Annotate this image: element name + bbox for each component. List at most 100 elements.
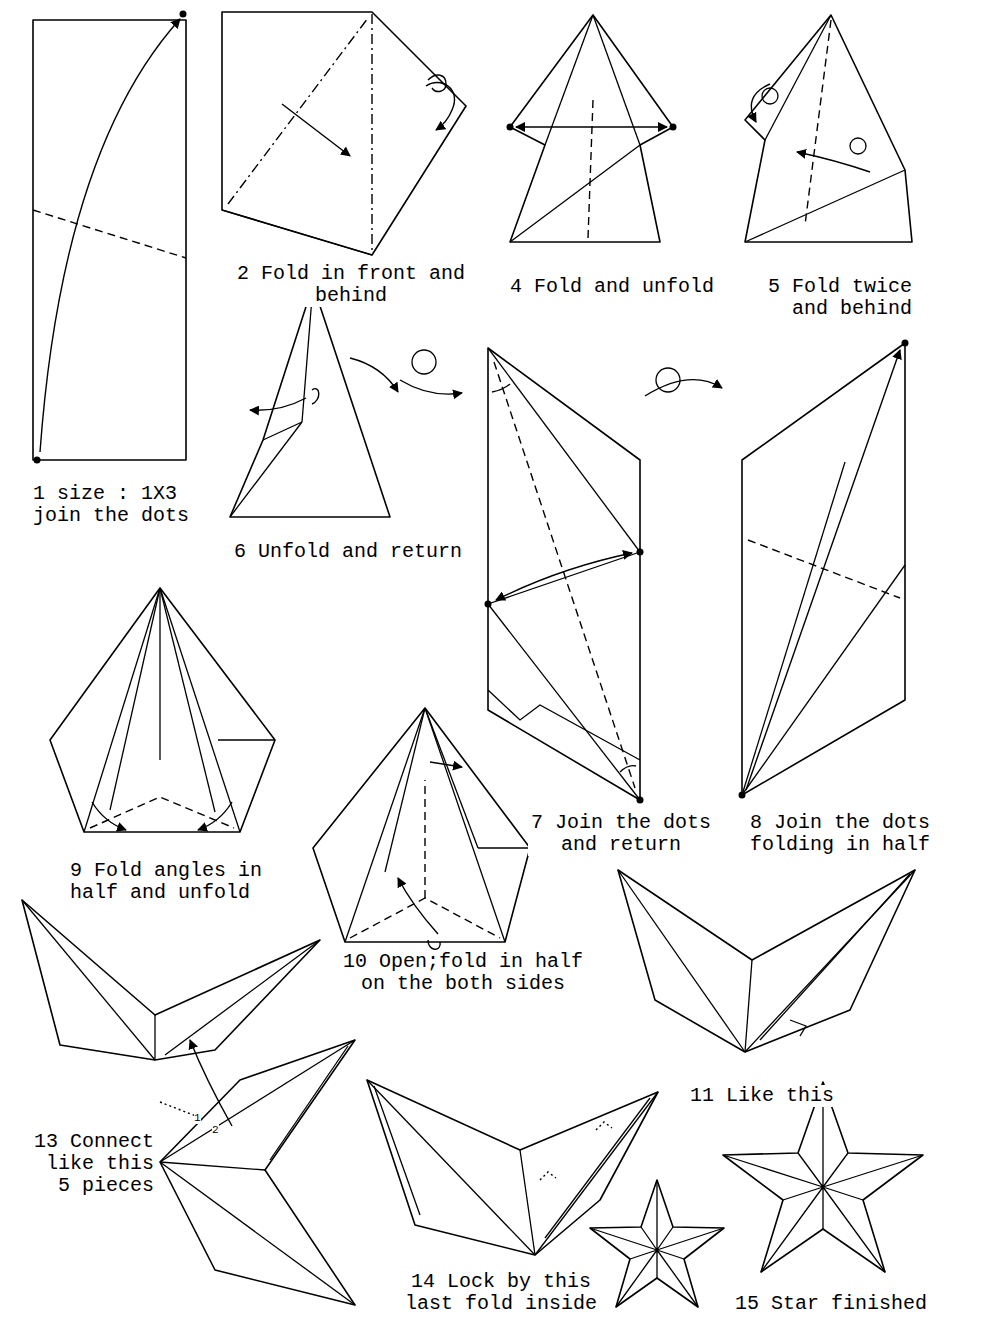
step-7-figure-line: [488, 690, 640, 760]
step-7-figure-line: [488, 552, 640, 604]
step-7-figure-line: [637, 797, 644, 804]
step-2-figure-line: [426, 82, 455, 130]
step-caption: 7 Join the dots and return: [528, 812, 714, 856]
step-6-figure-line: [250, 398, 306, 410]
step-1-paper-line: [33, 20, 186, 460]
step-14-piece-line: [367, 1080, 535, 1255]
step-13-assembly-line: [160, 1162, 265, 1170]
step-10-figure-line: [478, 847, 530, 848]
finished-star-line: [590, 1180, 724, 1307]
step-13-assembly-line: [165, 940, 320, 1055]
step-5-figure-line: [797, 152, 870, 172]
step-7-figure-line: [485, 601, 492, 608]
step-13-assembly-line: [154, 1015, 155, 1060]
step-7-figure: [485, 348, 723, 804]
step-6-figure-line: [263, 422, 302, 440]
step-11-piece: [618, 870, 915, 1052]
step-10-figure-line: [313, 708, 530, 942]
step-8-figure-line: [742, 343, 905, 795]
step-7-figure-line: [492, 384, 510, 392]
step-1-paper-line: [33, 210, 186, 258]
step-6-figure: [230, 285, 462, 517]
step-14-piece-line: [540, 1172, 556, 1180]
step-caption: 9 Fold angles in half and unfold: [70, 860, 268, 904]
step-6-figure-line: [312, 389, 319, 404]
step-1-paper: [33, 11, 187, 464]
step-9-figure-line: [92, 802, 126, 830]
step-14-piece-line: [520, 1150, 535, 1255]
step-5-figure-line: [745, 15, 912, 242]
finished-star: [590, 1082, 923, 1307]
step-4-figure-line: [545, 15, 593, 145]
step-11-piece-line: [618, 870, 745, 1052]
step-2-figure-line: [222, 210, 372, 255]
step-caption: 6 Unfold and return: [234, 541, 474, 563]
step-4-figure-line: [588, 100, 593, 238]
step-11-piece-line: [618, 870, 915, 1052]
step-2-figure: [222, 12, 466, 255]
step-8-figure-line: [746, 350, 900, 790]
step-caption: 13 Connect like this 5 pieces: [28, 1131, 154, 1197]
step-10-figure-line: [425, 708, 505, 942]
step-6-figure-line: [400, 380, 462, 394]
step-8-figure-line: [739, 792, 746, 799]
step-11-piece-line: [790, 1020, 806, 1036]
step-6-figure-line: [230, 285, 390, 517]
step-7-figure-line: [620, 766, 636, 772]
step-7-figure-line: [488, 604, 640, 800]
step-caption: 2 Fold in front and behind: [234, 263, 468, 307]
step-9-figure: [50, 588, 275, 832]
step-4-figure-line: [670, 124, 677, 131]
step-5-figure-line: [745, 170, 905, 242]
finished-star-line: [723, 1082, 923, 1272]
step-4-figure: [507, 15, 677, 242]
step-5-figure-line: [762, 88, 778, 104]
step-14-piece-line: [545, 1098, 650, 1238]
step-14-piece-line: [374, 1086, 420, 1215]
step-4-figure-line: [510, 145, 640, 242]
step-9-figure-line: [218, 739, 275, 740]
step-13-assembly-line: [22, 900, 155, 1060]
step-9-figure-line: [110, 588, 160, 810]
step-9-figure-line: [160, 588, 240, 832]
step-13-assembly-line: [160, 1040, 355, 1162]
step-7-figure-line: [488, 348, 640, 552]
step-10-figure-line: [424, 780, 425, 898]
step-13-assembly-line: [160, 1040, 355, 1305]
step-10-figure-line: [425, 708, 478, 848]
step-caption: 10 Open;fold in half on the both sides: [340, 951, 586, 995]
step-1-paper-line: [180, 11, 187, 18]
step-10-figure: [313, 708, 530, 949]
step-13-assembly-line: [190, 1040, 232, 1126]
step-caption: 4 Fold and unfold: [510, 276, 720, 298]
step-10-figure-line: [430, 762, 462, 767]
step-7-figure-line: [645, 380, 722, 396]
step-6-figure-line: [412, 350, 436, 374]
step-7-figure-line: [494, 362, 635, 788]
step-5-figure-line: [805, 20, 831, 225]
step-1-paper-line: [40, 19, 180, 452]
step-6-figure-line: [230, 422, 302, 517]
step-1-paper-line: [34, 457, 41, 464]
step-8-figure-line: [742, 565, 905, 795]
step-5-figure-line: [850, 138, 866, 154]
finished-star-line: [590, 1180, 724, 1307]
step-8-figure-line: [742, 462, 845, 795]
step-13-assembly-line: [22, 900, 320, 1060]
step-14-piece-line: [596, 1122, 612, 1130]
step-2-figure-line: [228, 18, 368, 204]
step-6-figure-line: [350, 358, 398, 392]
step-9-figure-line: [84, 588, 160, 832]
step-10-figure-line: [345, 708, 425, 942]
step-13-assembly: [22, 900, 355, 1305]
step-caption: 15 Star finished: [735, 1293, 933, 1315]
step-5-figure: [745, 15, 912, 242]
step-2-figure-line: [222, 12, 466, 255]
step-2-figure-line: [428, 75, 446, 91]
step-4-figure-line: [510, 15, 673, 242]
step-2-figure-line: [371, 14, 372, 253]
step-caption: 8 Join the dots folding in half: [750, 812, 936, 856]
step-caption: 11 Like this: [690, 1085, 846, 1107]
